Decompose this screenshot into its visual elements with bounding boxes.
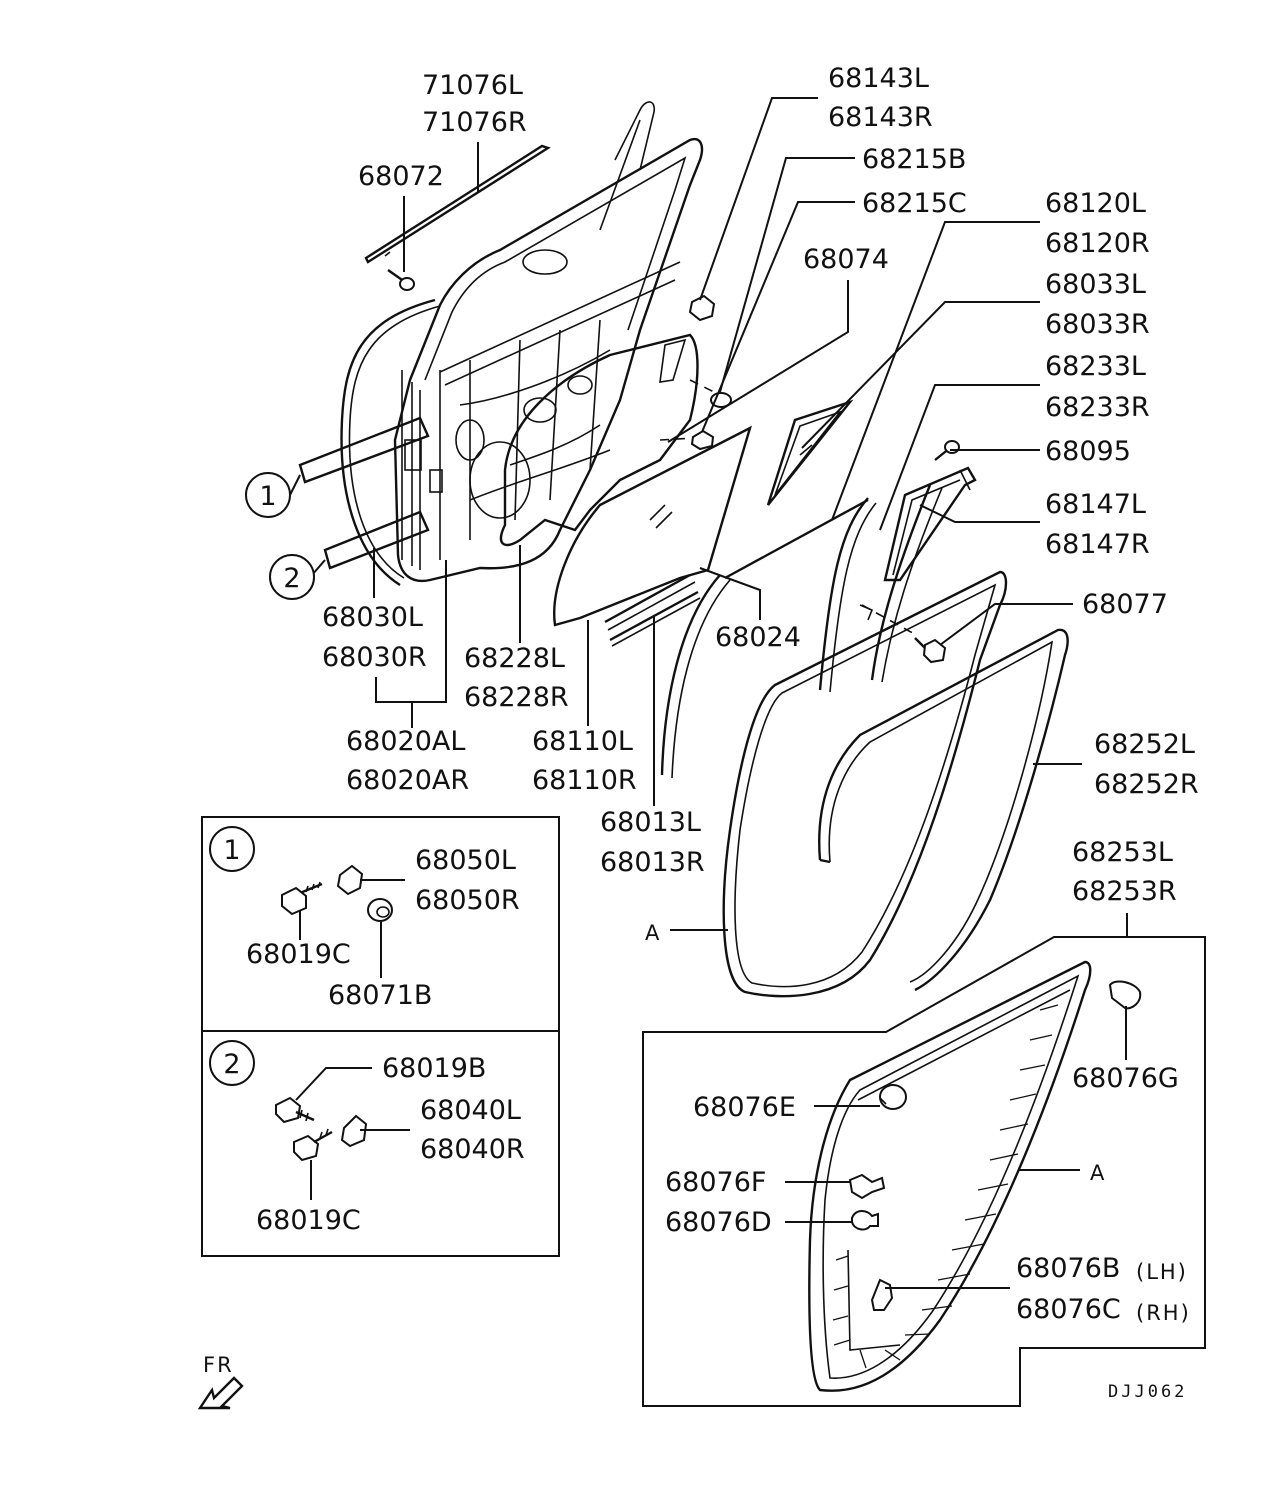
- label-68120R: 68120R: [1045, 228, 1150, 259]
- quarter-glass-drawing: [766, 399, 854, 506]
- label-68076C: 68076C: [1016, 1294, 1121, 1325]
- channel-strip-drawing: [604, 573, 701, 647]
- svg-text:2: 2: [283, 563, 300, 594]
- label-68253L: 68253L: [1072, 837, 1173, 868]
- label-68233L: 68233L: [1045, 351, 1146, 382]
- callout-circle-1: 1: [245, 472, 291, 518]
- belt-weatherstrip-drawing: [364, 144, 551, 264]
- label-68076B-note: (LH): [1136, 1260, 1188, 1284]
- label-68252R: 68252R: [1094, 769, 1199, 800]
- box2-marker: 2: [209, 1040, 255, 1086]
- svg-text:2: 2: [223, 1049, 240, 1080]
- front-direction-arrow: FR: [197, 1353, 244, 1410]
- label-68040L: 68040L: [420, 1095, 521, 1126]
- label-68013R: 68013R: [600, 847, 705, 878]
- label-68024: 68024: [715, 622, 801, 653]
- label-68076F: 68076F: [665, 1167, 766, 1198]
- callout-circle-2: 2: [269, 554, 315, 600]
- svg-text:1: 1: [259, 481, 276, 512]
- quarter-weatherstrip-drawing: [870, 466, 977, 683]
- label-68253R: 68253R: [1072, 876, 1177, 907]
- label-68215C: 68215C: [862, 188, 967, 219]
- box1-parts-drawing: [281, 864, 393, 922]
- label-68020AL: 68020AL: [346, 726, 465, 757]
- label-68143L: 68143L: [828, 63, 929, 94]
- label-68147R: 68147R: [1045, 529, 1150, 560]
- label-71076L: 71076L: [422, 70, 523, 101]
- label-68040R: 68040R: [420, 1134, 525, 1165]
- label-68095: 68095: [1045, 436, 1131, 467]
- label-68077: 68077: [1082, 589, 1168, 620]
- label-68215B: 68215B: [862, 144, 966, 175]
- label-71076R: 71076R: [422, 107, 527, 138]
- label-68074: 68074: [803, 244, 889, 275]
- label-68076C-note: (RH): [1136, 1301, 1191, 1325]
- label-68120L: 68120L: [1045, 188, 1146, 219]
- label-68013L: 68013L: [600, 807, 701, 838]
- label-68072: 68072: [358, 161, 444, 192]
- bolt-68077-drawing: [859, 604, 947, 664]
- door-panel-drawing: [393, 101, 704, 583]
- label-box2-68019C: 68019C: [256, 1205, 361, 1236]
- label-68147L: 68147L: [1045, 489, 1146, 520]
- screw-68072-drawing: [387, 269, 415, 291]
- label-68050L: 68050L: [415, 845, 516, 876]
- door-glass-drawing: [553, 425, 752, 627]
- label-68233R: 68233R: [1045, 392, 1150, 423]
- callout-strips: [298, 416, 430, 570]
- svg-text:1: 1: [223, 835, 240, 866]
- label-68071B: 68071B: [328, 980, 432, 1011]
- callout-box-2: [201, 1030, 560, 1257]
- body-side-weatherstrip-drawing: [818, 628, 1069, 992]
- drawing-code: DJJ062: [1108, 1382, 1187, 1402]
- label-68030R: 68030R: [322, 642, 427, 673]
- label-68030L: 68030L: [322, 602, 423, 633]
- label-68076G: 68076G: [1072, 1063, 1179, 1094]
- label-68228R: 68228R: [464, 682, 569, 713]
- division-bar-drawing: [724, 497, 877, 693]
- run-channel-drawing: [660, 574, 731, 779]
- label-68020AR: 68020AR: [346, 765, 469, 796]
- box2-parts-drawing: [275, 1096, 368, 1162]
- opening-weatherstrip-drawing: [722, 570, 1008, 998]
- label-box1-68019C: 68019C: [246, 939, 351, 970]
- leader-lines: [289, 97, 1206, 1407]
- ref-a-main: A: [645, 921, 661, 945]
- label-68076B: 68076B: [1016, 1253, 1120, 1284]
- label-68110L: 68110L: [532, 726, 633, 757]
- label-68228L: 68228L: [464, 643, 565, 674]
- svg-text:FR: FR: [203, 1353, 234, 1377]
- ref-a-detail: A: [1090, 1161, 1106, 1185]
- label-68076E: 68076E: [693, 1092, 796, 1123]
- label-68076D: 68076D: [665, 1207, 772, 1238]
- label-68110R: 68110R: [532, 765, 637, 796]
- label-68143R: 68143R: [828, 102, 933, 133]
- clip-parts-drawing: [688, 294, 732, 451]
- label-68019B: 68019B: [382, 1053, 486, 1084]
- label-68033R: 68033R: [1045, 309, 1150, 340]
- trim-plate-drawing: [499, 333, 723, 547]
- label-68033L: 68033L: [1045, 269, 1146, 300]
- label-68252L: 68252L: [1094, 729, 1195, 760]
- label-68050R: 68050R: [415, 885, 520, 916]
- box1-marker: 1: [209, 826, 255, 872]
- detail-weatherstrip-drawing: [808, 960, 1092, 1392]
